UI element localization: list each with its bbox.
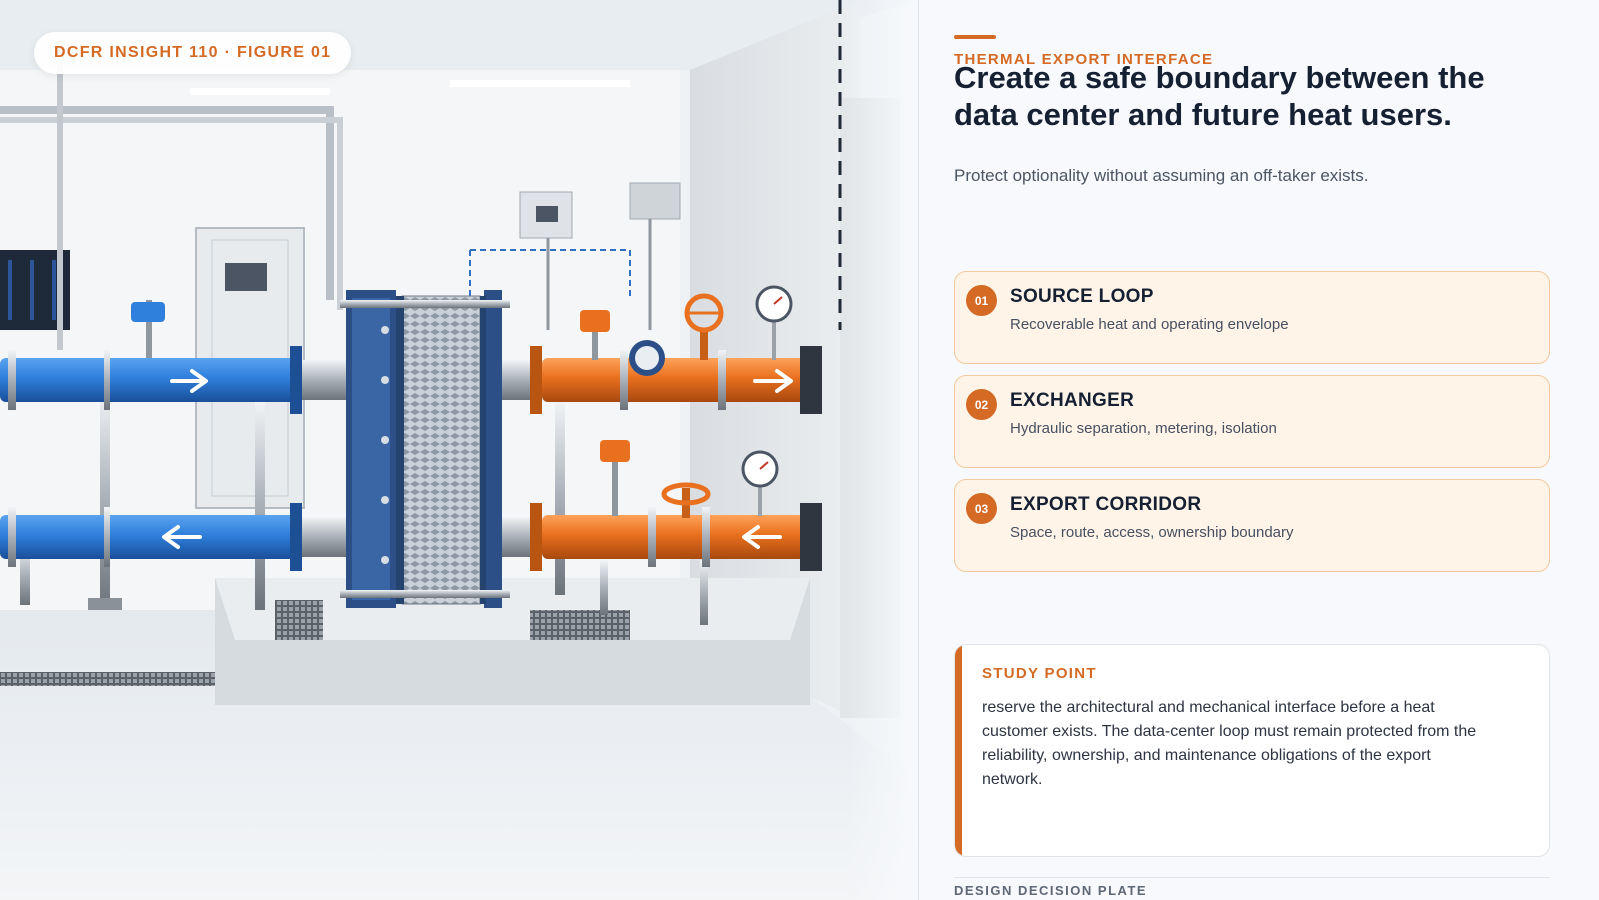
section-kicker: THERMAL EXPORT INTERFACE [954,51,1214,68]
arrow-left-icon [162,525,202,549]
step-number-badge: 02 [966,389,997,420]
step-title: EXPORT CORRIDOR [1010,494,1202,515]
step-description: Hydraulic separation, metering, isolatio… [1010,420,1277,437]
step-description: Recoverable heat and operating envelope [1010,316,1289,333]
page-title: Create a safe boundary between the data … [954,60,1485,132]
study-point-card: STUDY POINT reserve the architectural an… [954,644,1550,857]
plate-heat-exchanger [340,290,510,608]
pressure-gauge-icon [741,450,779,516]
plant-room-scene [0,0,918,900]
study-point-label: STUDY POINT [982,665,1097,682]
step-description: Space, route, access, ownership boundary [1010,524,1294,541]
step-title: SOURCE LOOP [1010,286,1154,307]
accent-bar [954,35,996,39]
content-panel: THERMAL EXPORT INTERFACE Create a safe b… [919,0,1599,900]
figure-badge: DCFR INSIGHT 110 · FIGURE 01 [34,32,352,74]
footer-rule [954,877,1550,878]
pressure-gauge-icon [755,285,793,360]
footer-label: DESIGN DECISION PLATE [954,883,1148,898]
step-number-badge: 01 [966,285,997,316]
step-card-source-loop: 01 SOURCE LOOP Recoverable heat and oper… [954,271,1550,364]
study-point-accent [955,645,962,856]
arrow-right-icon [170,369,208,393]
step-title: EXCHANGER [1010,390,1135,411]
heat-exchanger-illustration: DCFR INSIGHT 110 · FIGURE 01 [0,0,918,900]
step-card-export-corridor: 03 EXPORT CORRIDOR Space, route, access,… [954,479,1550,572]
step-card-exchanger: 02 EXCHANGER Hydraulic separation, meter… [954,375,1550,468]
study-point-text: reserve the architectural and mechanical… [982,699,1477,788]
panel-divider [918,0,919,900]
page-subtitle: Protect optionality without assuming an … [954,166,1369,185]
step-number-badge: 03 [966,493,997,524]
